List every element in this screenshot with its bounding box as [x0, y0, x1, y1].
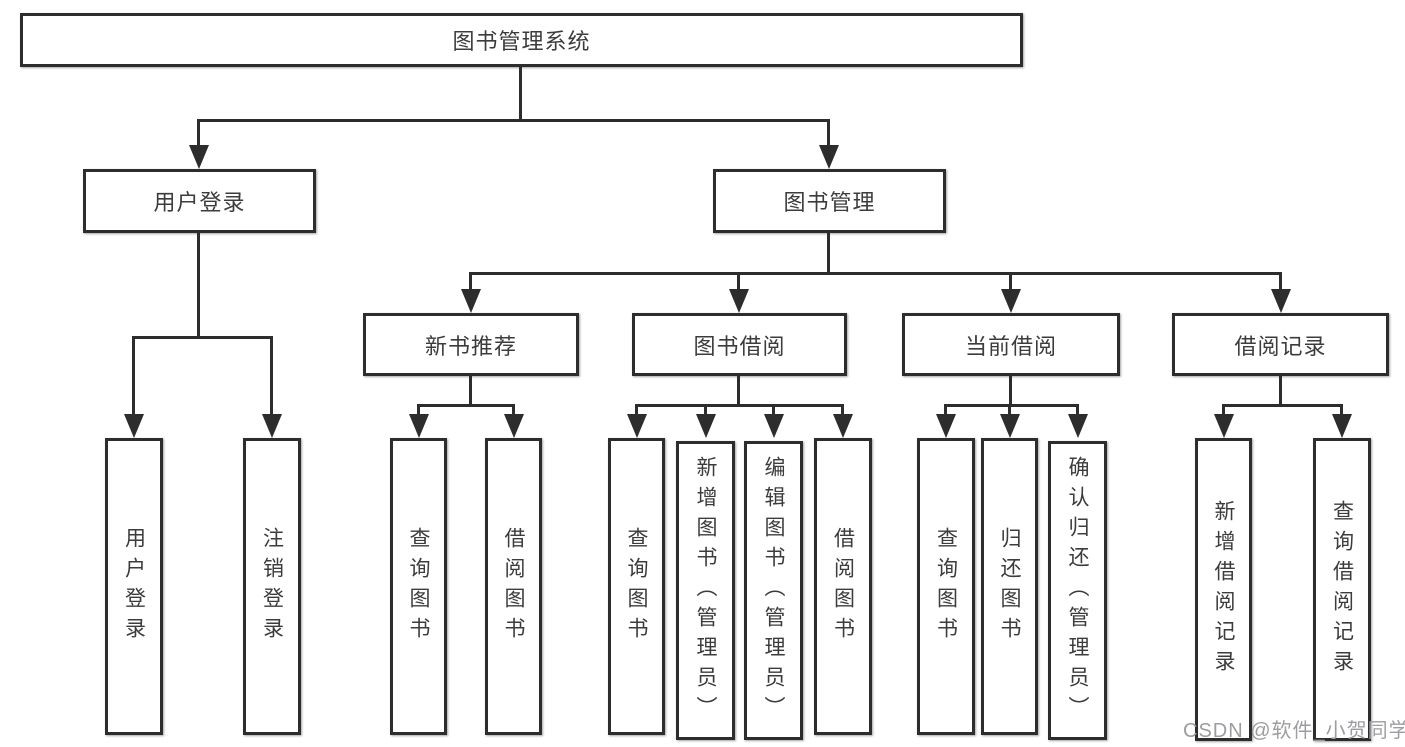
node-user-login: 用户登录: [83, 169, 316, 233]
connector-line: [944, 404, 947, 416]
arrow-down-icon: [461, 289, 481, 313]
connector-line: [1279, 272, 1282, 291]
connector-line: [469, 272, 1282, 275]
connector-line: [512, 404, 515, 416]
node-current-borrow: 当前借阅: [902, 313, 1120, 376]
connector-line: [704, 404, 707, 416]
arrow-down-icon: [1000, 414, 1020, 438]
node-label: 图书管理: [783, 190, 876, 215]
leaf-label: 查询图书: [407, 526, 430, 647]
leaf-label: 新增图书（管理员）: [694, 455, 717, 726]
connector-line: [1279, 375, 1282, 406]
leaf-label: 注销登录: [260, 526, 284, 647]
leaf-label: 归还图书: [998, 526, 1021, 647]
connector-line: [1222, 404, 1225, 416]
connector-line: [1009, 375, 1012, 406]
arrow-down-icon: [1001, 289, 1021, 313]
arrow-down-icon: [627, 414, 647, 438]
connector-line: [827, 233, 830, 275]
node-book-management: 图书管理: [713, 169, 946, 233]
arrow-down-icon: [729, 289, 749, 313]
arrow-down-icon: [124, 414, 144, 438]
arrow-down-icon: [1271, 289, 1291, 313]
connector-line: [519, 67, 522, 120]
connector-line: [197, 119, 830, 122]
connector-line: [417, 404, 420, 416]
leaf-label: 查询借阅记录: [1330, 499, 1354, 680]
leaf-confirm-return-admin: 确认归还（管理员）: [1048, 441, 1107, 740]
connector-line: [197, 119, 200, 147]
node-label: 新书推荐: [424, 333, 517, 359]
leaf-edit-books-admin: 编辑图书（管理员）: [744, 441, 803, 740]
connector-line: [635, 404, 844, 407]
arrow-down-icon: [696, 414, 716, 438]
node-root-label: 图书管理系统: [452, 29, 591, 54]
leaf-return-books: 归还图书: [981, 438, 1038, 735]
connector-line: [469, 272, 472, 291]
arrow-down-icon: [1068, 414, 1088, 438]
connector-line: [1222, 404, 1343, 407]
connector-line: [944, 404, 1079, 407]
arrow-down-icon: [504, 414, 524, 438]
arrow-down-icon: [409, 414, 429, 438]
connector-line: [772, 404, 775, 416]
leaf-label: 新增借阅记录: [1212, 499, 1235, 680]
connector-line: [737, 272, 740, 291]
connector-line: [132, 336, 273, 339]
leaf-label: 查询图书: [934, 526, 958, 647]
leaf-query-books-current: 查询图书: [917, 438, 975, 735]
connector-line: [1076, 404, 1079, 416]
connector-line: [197, 233, 200, 339]
connector-line: [1340, 404, 1343, 416]
node-label: 借阅记录: [1234, 333, 1327, 359]
leaf-borrow-books-recommend: 借阅图书: [485, 438, 542, 735]
arrow-down-icon: [936, 414, 956, 438]
node-root: 图书管理系统: [20, 13, 1023, 67]
connector-line: [737, 375, 740, 406]
leaf-logout: 注销登录: [243, 438, 301, 735]
connector-line: [469, 375, 472, 406]
leaf-query-books-borrow: 查询图书: [608, 438, 665, 735]
leaf-label: 编辑图书（管理员）: [762, 455, 785, 726]
node-borrow-records: 借阅记录: [1172, 313, 1389, 376]
connector-line: [1008, 404, 1011, 416]
leaf-query-books-recommend: 查询图书: [390, 438, 447, 735]
leaf-label: 用户登录: [122, 526, 146, 647]
leaf-add-borrow-record: 新增借阅记录: [1195, 438, 1252, 741]
leaf-label: 借阅图书: [502, 526, 525, 647]
csdn-watermark: CSDN @软件_小贺同学: [1183, 720, 1405, 742]
node-new-book-recommend: 新书推荐: [363, 313, 579, 376]
connector-line: [417, 404, 515, 407]
leaf-label: 查询图书: [625, 526, 648, 647]
connector-line: [827, 119, 830, 147]
node-label: 当前借阅: [964, 333, 1057, 359]
leaf-borrow-books: 借阅图书: [814, 438, 872, 735]
arrow-down-icon: [1214, 414, 1234, 438]
arrow-down-icon: [833, 414, 853, 438]
leaf-add-books-admin: 新增图书（管理员）: [676, 441, 735, 740]
connector-line: [635, 404, 638, 416]
arrow-down-icon: [764, 414, 784, 438]
arrow-down-icon: [262, 414, 282, 438]
leaf-user-login: 用户登录: [105, 438, 163, 735]
leaf-label: 借阅图书: [831, 526, 855, 647]
leaf-label: 确认归还（管理员）: [1066, 455, 1089, 726]
arrow-down-icon: [1332, 414, 1352, 438]
node-book-borrow: 图书借阅: [632, 313, 847, 376]
connector-line: [132, 336, 135, 416]
arrow-down-icon: [819, 145, 839, 169]
leaf-query-borrow-record: 查询借阅记录: [1313, 438, 1371, 741]
connector-line: [841, 404, 844, 416]
node-label: 用户登录: [153, 190, 246, 215]
node-label: 图书借阅: [693, 333, 786, 359]
connector-line: [1009, 272, 1012, 291]
arrow-down-icon: [189, 145, 209, 169]
connector-line: [270, 336, 273, 416]
